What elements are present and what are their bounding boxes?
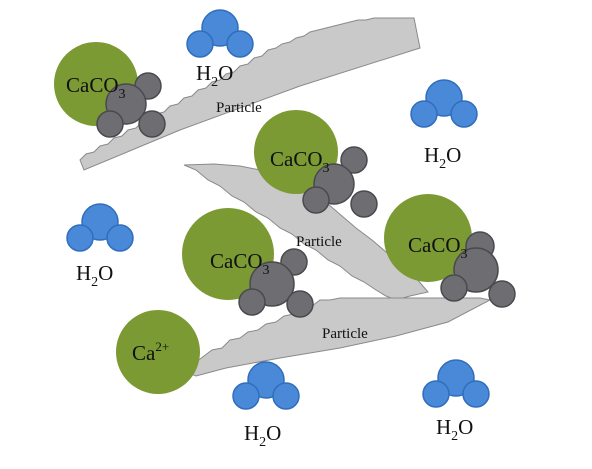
caco3-formula: CaCO3 — [66, 73, 126, 102]
carbonate-cluster — [302, 146, 378, 218]
carbonate-cluster — [238, 248, 314, 318]
h2o-formula: H2O — [196, 61, 233, 90]
caco3-formula: CaCO3 — [408, 233, 468, 262]
water-molecule-4: H2O — [232, 361, 300, 450]
caco3-unit-2: CaCO3 — [254, 110, 378, 218]
water-molecule-5: H2O — [422, 359, 490, 444]
caco3-unit-4: CaCO3 — [384, 194, 516, 308]
particle-label: Particle — [296, 234, 342, 250]
h2o-formula: H2O — [244, 421, 281, 450]
h2o-formula: H2O — [424, 143, 461, 172]
carbonate-cluster — [96, 72, 166, 138]
calcium-ion — [116, 310, 200, 394]
h2o-formula: H2O — [76, 261, 113, 290]
particle-plate-1: Particle — [79, 17, 421, 171]
carbonate-cluster — [440, 231, 516, 308]
particle-label: Particle — [322, 326, 368, 342]
water-molecule-3: H2O — [66, 203, 134, 290]
caco3-formula: CaCO3 — [210, 249, 270, 278]
ca2-formula: Ca2+ — [132, 339, 169, 365]
water-molecule-1: H2O — [186, 9, 254, 90]
h2o-formula: H2O — [436, 415, 473, 444]
caco3-unit-3: CaCO3 — [182, 208, 314, 318]
caco3-formula: CaCO3 — [270, 147, 330, 176]
calcium-ion-free: Ca2+ — [116, 310, 200, 394]
water-molecule-2: H2O — [410, 79, 478, 172]
calcium-ion — [384, 194, 472, 282]
particle-plate-3: Particle — [185, 297, 492, 377]
caco3-unit-1: CaCO3 — [54, 42, 166, 138]
particle-label: Particle — [216, 100, 262, 116]
